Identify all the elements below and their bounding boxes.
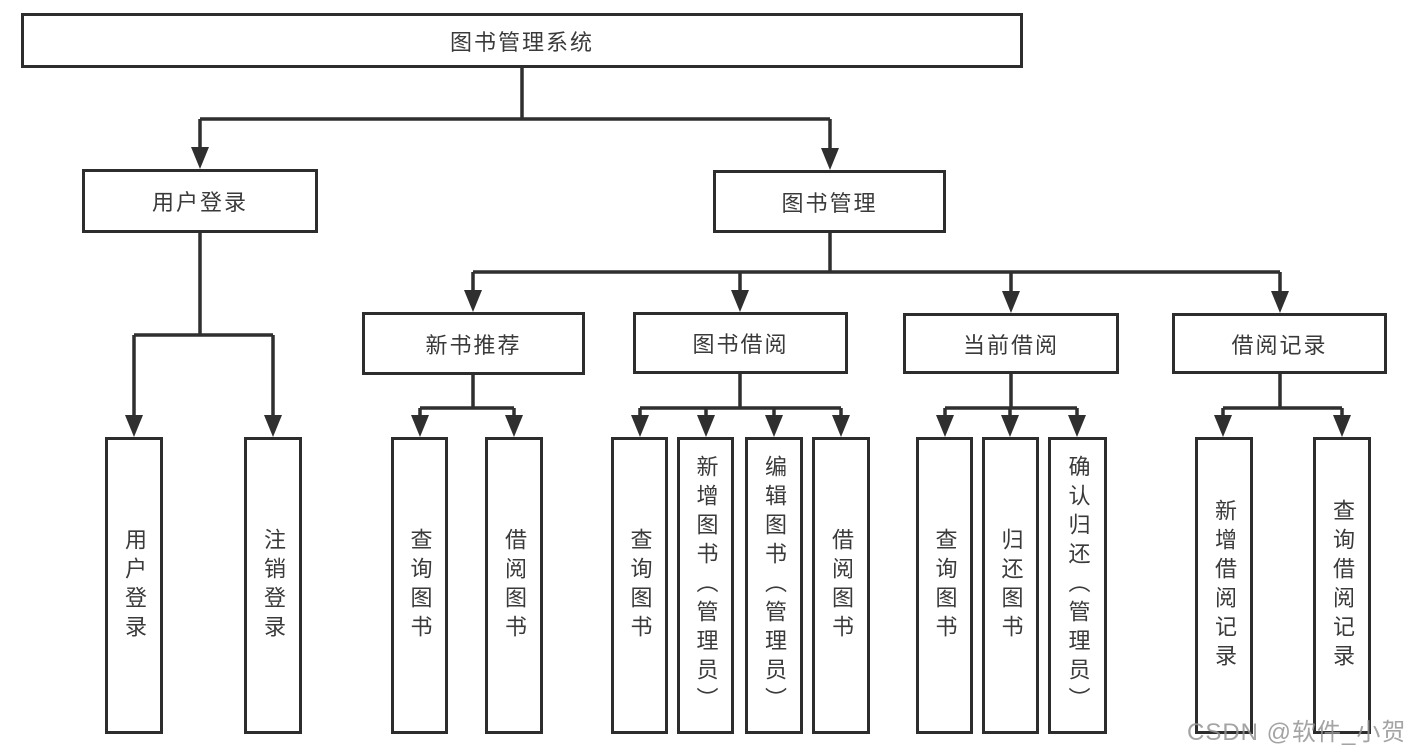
node-label: 图书管理 [781, 190, 878, 216]
leaf-borrow-books: 借阅图书 [812, 437, 870, 734]
node-book-management-system: 图书管理系统 [21, 13, 1023, 68]
node-new-book-recommend: 新书推荐 [362, 312, 585, 375]
node-label: 新书推荐 [425, 332, 522, 358]
node-user-login: 用户登录 [82, 169, 318, 233]
leaf-label: 借阅图书 [829, 527, 854, 644]
leaf-label: 新增借阅记录 [1212, 498, 1237, 673]
node-current-borrow: 当前借阅 [903, 313, 1119, 374]
leaf-return-books: 归还图书 [982, 437, 1039, 734]
leaf-label: 查询借阅记录 [1330, 498, 1355, 673]
node-book-management: 图书管理 [713, 170, 946, 233]
node-label: 借阅记录 [1231, 332, 1328, 358]
leaf-logout: 注销登录 [244, 437, 302, 734]
leaf-query-books-recommend: 查询图书 [391, 437, 448, 734]
node-label: 当前借阅 [962, 332, 1059, 358]
node-label: 图书管理系统 [449, 29, 594, 55]
leaf-label: 编辑图书（管理员） [762, 455, 787, 716]
leaf-label: 归还图书 [998, 527, 1024, 644]
leaf-label: 借阅图书 [502, 527, 527, 644]
leaf-add-borrow-record: 新增借阅记录 [1195, 437, 1253, 734]
leaf-label: 用户登录 [122, 527, 147, 644]
leaf-label: 注销登录 [261, 527, 286, 644]
node-borrow-records: 借阅记录 [1172, 313, 1387, 374]
leaf-label: 查询图书 [932, 527, 958, 644]
node-book-borrow: 图书借阅 [633, 312, 848, 374]
leaf-query-borrow-record: 查询借阅记录 [1313, 437, 1371, 734]
leaf-label: 确认归还（管理员） [1065, 455, 1091, 716]
leaf-label: 查询图书 [627, 527, 653, 644]
leaf-add-books-admin: 新增图书（管理员） [677, 437, 734, 734]
node-label: 用户登录 [151, 190, 248, 215]
leaf-query-books-current: 查询图书 [916, 437, 973, 734]
leaf-edit-books-admin: 编辑图书（管理员） [745, 437, 803, 734]
leaf-confirm-return-admin: 确认归还（管理员） [1048, 437, 1107, 734]
leaf-borrow-books-recommend: 借阅图书 [485, 437, 543, 734]
leaf-query-books-borrow: 查询图书 [611, 437, 668, 734]
leaf-label: 新增图书（管理员） [693, 455, 719, 716]
csdn-watermark: CSDN @软件_小贺同学 [1187, 719, 1405, 746]
leaf-label: 查询图书 [407, 527, 433, 644]
node-label: 图书借阅 [692, 332, 789, 357]
leaf-user-login: 用户登录 [105, 437, 163, 734]
